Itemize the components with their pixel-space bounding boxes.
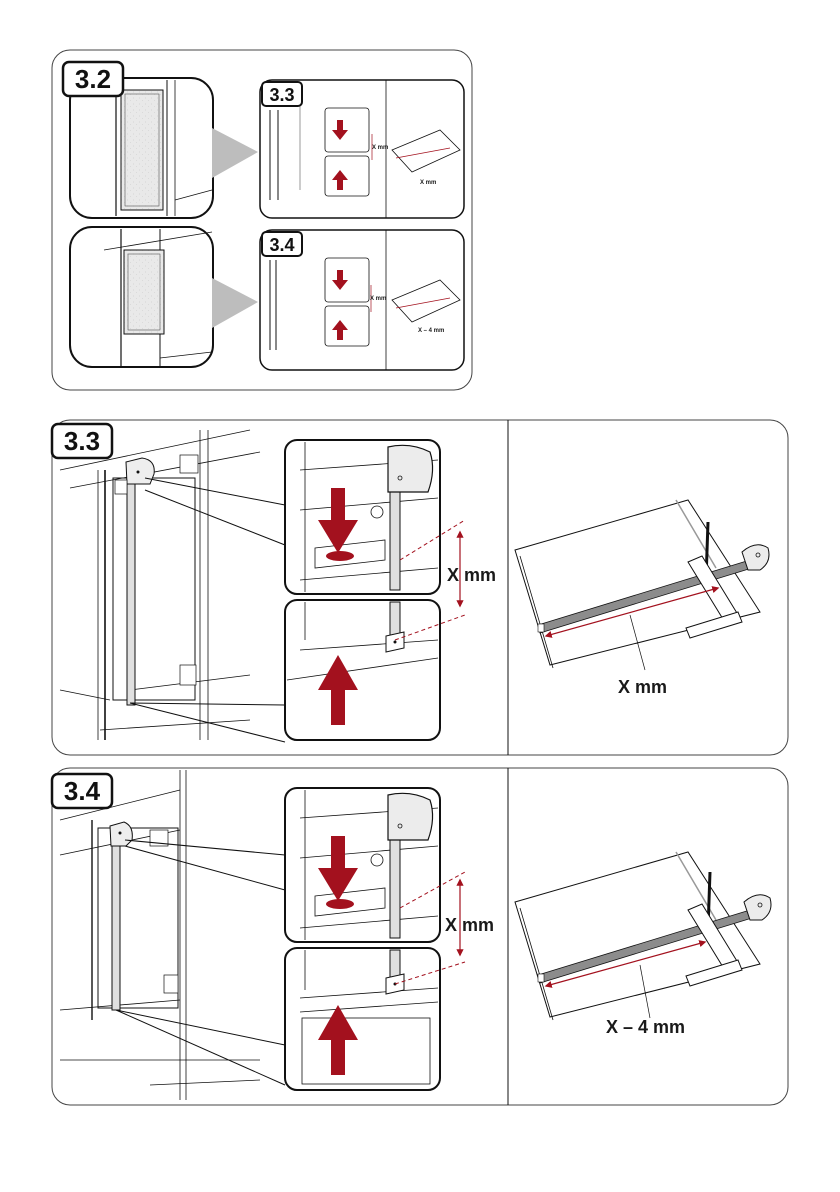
step-label: 3.3	[269, 85, 294, 105]
thumbnail-dimension-label: X mm	[370, 296, 386, 302]
step-badge-3-4: 3.4	[52, 774, 112, 808]
step-label: 3.4	[269, 235, 294, 255]
step-label: 3.3	[64, 426, 100, 456]
step-label: 3.4	[64, 776, 101, 806]
step-label: 3.2	[75, 64, 111, 94]
zoom-detail-upper	[285, 440, 465, 594]
thumbnail-measure-label: X mm	[420, 180, 436, 186]
thumbnail-dimension-label: X mm	[372, 145, 388, 151]
zoom-detail-upper	[285, 788, 465, 942]
step-badge-3-2: 3.2	[63, 62, 123, 96]
zoom-detail-lower	[285, 600, 465, 740]
overview-panel: 3.2 X mm X mm 3.3	[52, 50, 472, 390]
dimension-label: X mm	[445, 915, 494, 935]
step-badge-3-3: 3.3	[52, 424, 112, 458]
thumbnail-3-4: X mm X – 4 mm 3.4	[260, 230, 464, 370]
zoom-detail-lower	[285, 948, 465, 1090]
overview-fridge-top	[70, 78, 213, 218]
overview-fridge-bottom	[70, 227, 213, 367]
thumbnail-3-3: X mm X mm 3.3	[260, 80, 464, 218]
panel-3-3: X mm X mm 3.3	[52, 420, 788, 755]
measure-label: X mm	[618, 677, 667, 697]
measure-label: X – 4 mm	[606, 1017, 685, 1037]
thumbnail-measure-label: X – 4 mm	[418, 328, 444, 334]
panel-3-4: X mm X – 4 mm 3.4	[52, 768, 788, 1105]
dimension-label: X mm	[447, 565, 496, 585]
